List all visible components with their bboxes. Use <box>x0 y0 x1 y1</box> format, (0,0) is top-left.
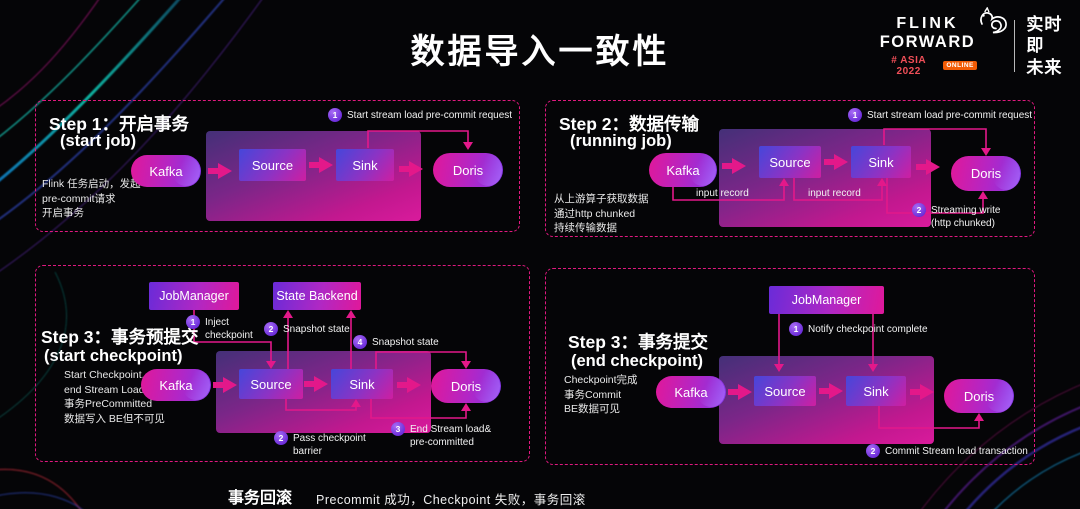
step-badge: 2 <box>264 322 278 336</box>
step-subtitle: (end checkpoint) <box>571 352 704 370</box>
node-doris: Doris <box>944 379 1014 413</box>
node-doris: Doris <box>433 153 503 187</box>
flink-forward-logo: FLINK FORWARD # ASIA 2022 ONLINE 实时即 未来 <box>878 7 1080 78</box>
panel-step2: Step 2：数据传输 (running job) 从上游算子获取数据 通过ht… <box>545 100 1035 237</box>
node-kafka: Kafka <box>131 155 201 187</box>
step-title: Step 1：开启事务 <box>49 114 190 134</box>
step-title: Step 3：事务提交 <box>568 332 709 352</box>
operators-container-box <box>719 129 931 227</box>
slogan-text: 实时即 未来 <box>1026 15 1063 77</box>
annotation-end-stream-load: 3 End Stream load& pre-committed <box>391 422 491 449</box>
edition-label: # ASIA 2022 <box>891 54 927 77</box>
step-badge: 4 <box>353 335 367 349</box>
page-title: 数据导入一致性 <box>410 33 670 71</box>
node-jobmanager: JobManager <box>149 282 239 310</box>
squirrel-logo-icon <box>980 7 1007 34</box>
node-sink: Sink <box>336 149 394 181</box>
annotation-notify-checkpoint-complete: 1 Notify checkpoint complete <box>789 322 928 336</box>
step-title: Step 2：数据传输 <box>559 114 700 134</box>
node-source: Source <box>239 149 306 181</box>
brand-line1: FLINK <box>896 15 959 33</box>
node-source: Source <box>754 376 816 406</box>
step-subtitle: (start job) <box>60 132 137 150</box>
node-source: Source <box>239 369 303 399</box>
node-sink: Sink <box>846 376 906 406</box>
footer-rollback-text: Precommit 成功，Checkpoint 失败，事务回滚 <box>316 493 586 507</box>
step-description: Checkpoint完成 事务Commit BE数据可见 <box>564 374 638 416</box>
step-description: Flink 任务启动，发起 pre-commit请求 开启事务 <box>42 178 141 220</box>
node-kafka: Kafka <box>656 376 726 408</box>
step-badge: 2 <box>912 203 926 217</box>
footer-rollback-label: 事务回滚 <box>228 490 293 507</box>
logo-divider <box>1013 19 1016 72</box>
node-source: Source <box>759 146 821 178</box>
node-sink: Sink <box>331 369 393 399</box>
edge-label-input-record: input record <box>696 188 749 199</box>
annotation-precommit-request: 1 Start stream load pre-commit request <box>848 108 1032 122</box>
step-badge: 1 <box>328 108 342 122</box>
annotation-inject-checkpoint: 1 Inject checkpoint <box>186 315 253 342</box>
annotation-streaming-write: 2 Streaming write (http chunked) <box>912 203 1000 230</box>
node-state-backend: State Backend <box>273 282 361 310</box>
step-badge: 3 <box>391 422 405 436</box>
step-badge: 2 <box>274 431 288 445</box>
panel-step3-commit: JobManager Step 3：事务提交 (end checkpoint) … <box>545 268 1035 465</box>
node-doris: Doris <box>431 369 501 403</box>
brand-block: FLINK FORWARD # ASIA 2022 ONLINE <box>878 7 1007 77</box>
annotation-pass-checkpoint-barrier: 2 Pass checkpoint barrier <box>274 431 366 458</box>
annotation-precommit-request: 1 Start stream load pre-commit request <box>328 108 512 122</box>
step-title: Step 3：事务预提交 <box>41 327 199 347</box>
step-badge: 1 <box>789 322 803 336</box>
node-kafka: Kafka <box>141 369 211 401</box>
step-subtitle: (start checkpoint) <box>44 347 183 365</box>
node-doris: Doris <box>951 156 1021 191</box>
panel-step3-precommit: JobManager State Backend Step 3：事务预提交 (s… <box>35 265 530 462</box>
edge-label-input-record: input record <box>808 188 861 199</box>
step-badge: 1 <box>186 315 200 329</box>
step-subtitle: (running job) <box>570 132 672 150</box>
brand-line2: FORWARD <box>879 32 976 51</box>
step-badge: 1 <box>848 108 862 122</box>
annotation-snapshot-state-source: 2 Snapshot state <box>264 322 350 336</box>
node-sink: Sink <box>851 146 911 178</box>
annotation-snapshot-state-sink: 4 Snapshot state <box>353 335 439 349</box>
step-description: Start Checkpoint, end Stream Load, 事务Pre… <box>64 369 165 426</box>
online-badge: ONLINE <box>943 61 977 71</box>
annotation-commit-transaction: 2 Commit Stream load transaction <box>866 444 1028 458</box>
panel-step1: Step 1：开启事务 (start job) Flink 任务启动，发起 pr… <box>35 100 520 232</box>
node-kafka: Kafka <box>649 153 717 187</box>
node-jobmanager: JobManager <box>769 286 884 314</box>
step-badge: 2 <box>866 444 880 458</box>
step-description: 从上游算子获取数据 通过http chunked 持续传输数据 <box>554 193 649 235</box>
